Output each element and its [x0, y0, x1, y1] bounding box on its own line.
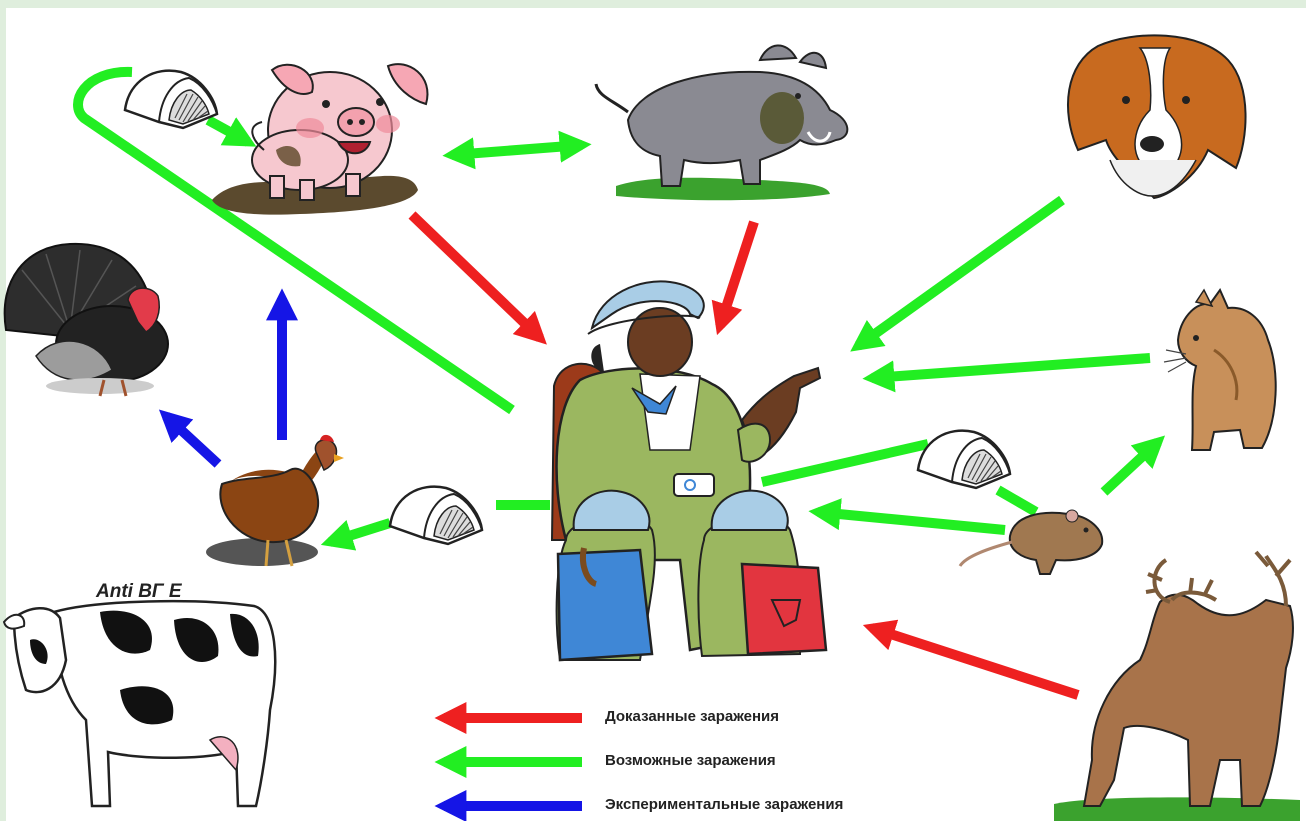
- deer-icon: [1054, 552, 1300, 821]
- rat-icon: [960, 510, 1102, 574]
- legend-label-possible: Возможные заражения: [605, 752, 776, 769]
- arrow-dog-to-human: [858, 200, 1062, 346]
- hunter-group-icon: [552, 281, 826, 660]
- arrow-pig-boar: [452, 145, 582, 155]
- wild-boar-icon: [596, 45, 847, 200]
- cow-antibody-label: Anti ВГ Е: [96, 581, 182, 603]
- legend-label-experimental: Экспериментальные заражения: [605, 796, 843, 813]
- arrow-tent-to-pig: [208, 120, 248, 142]
- cow-icon: [4, 601, 275, 806]
- chicken-icon: [206, 435, 344, 566]
- arrow-pig-to-human: [412, 215, 540, 338]
- tent-icon: [390, 487, 482, 544]
- arrow-experimental-group: [166, 298, 282, 464]
- arrow-human-to-tent-right: [762, 444, 928, 482]
- cat-icon: [1164, 290, 1276, 450]
- arrow-tent-to-chicken: [330, 523, 390, 542]
- arrow-rat-to-human: [818, 512, 1005, 530]
- legend: [444, 718, 582, 806]
- turkey-icon: [5, 244, 168, 396]
- arrow-cat-to-human: [872, 358, 1150, 378]
- arrow-boar-to-human: [720, 222, 754, 326]
- tent-icon: [125, 71, 217, 128]
- dog-icon: [1068, 35, 1246, 198]
- arrow-tent-to-rat: [998, 490, 1036, 512]
- arrow-rat-to-cat: [1104, 442, 1158, 492]
- legend-label-proven: Доказанные заражения: [605, 708, 779, 725]
- arrow-chicken-to-turkey: [166, 416, 218, 464]
- arrow-deer-to-human: [872, 628, 1078, 695]
- tent-icon: [918, 431, 1010, 488]
